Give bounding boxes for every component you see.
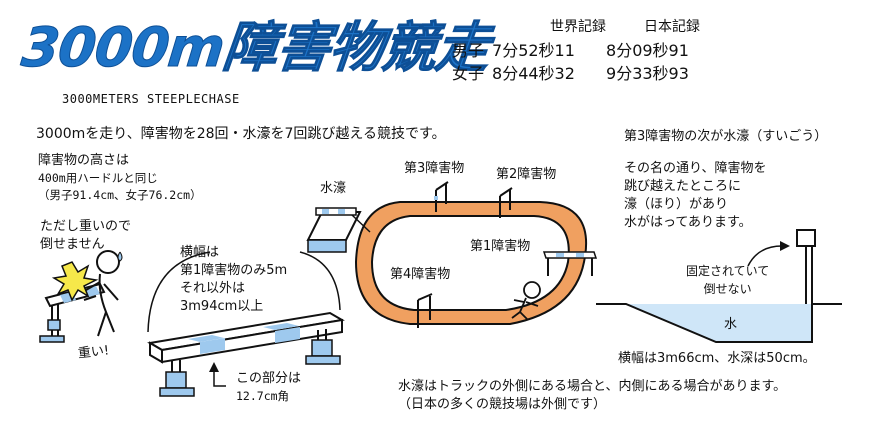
- col-world-record: 世界記録: [550, 19, 607, 35]
- waterjump-heading: 第3障害物の次が水濠（すいごう）: [624, 129, 828, 144]
- note-line: （男子91.4cm、女子76.2cm）: [38, 188, 202, 202]
- bar-size-note: この部分は 12.7cm角: [236, 370, 301, 405]
- footer-note: 水濠はトラックの外側にある場合と、内側にある場合があります。 （日本の多くの競技…: [398, 378, 786, 414]
- record-world: 8分44秒32: [492, 64, 575, 83]
- heavy-sound-effect: 重い!: [77, 343, 110, 362]
- track-illustration: [306, 181, 598, 328]
- note-line: 固定されていて: [686, 264, 770, 278]
- note-line: 第1障害物のみ5m: [180, 263, 288, 278]
- label-hurdle-2: 第2障害物: [496, 167, 557, 182]
- label-water-jump: 水濠: [320, 181, 347, 196]
- hurdle-1-marker: [542, 251, 598, 276]
- note-line: 倒せない: [703, 282, 752, 296]
- label-hurdle-4: 第4障害物: [390, 267, 451, 282]
- water-pool: [626, 304, 812, 342]
- label-hurdle-1: 第1障害物: [470, 239, 531, 254]
- page-subtitle: 3000METERS STEEPLECHASE: [62, 92, 240, 106]
- note-line: 障害物の高さは: [38, 153, 130, 168]
- note-line: この部分は: [236, 371, 302, 386]
- record-japan: 9分33秒93: [606, 64, 689, 83]
- record-row-men: 男子 7分52秒11 8分09秒91: [452, 39, 700, 62]
- label-hurdle-3: 第3障害物: [404, 161, 465, 176]
- record-row-women: 女子 8分44秒32 9分33秒93: [452, 62, 700, 85]
- fixed-note: 固定されていて 倒せない: [686, 262, 769, 298]
- records-table: 世界記録 日本記録 男子 7分52秒11 8分09秒91 女子 8分44秒32 …: [452, 16, 700, 85]
- runner-icon: [511, 281, 541, 321]
- note-line: ただし重いので: [40, 219, 132, 234]
- pointer-arrow-icon: [213, 368, 226, 387]
- hurdle-3-marker: [434, 181, 449, 212]
- hurdle-height-note: 障害物の高さは 400m用ハードルと同じ （男子91.4cm、女子76.2cm）: [38, 152, 202, 204]
- note-line: 濠（ほり）があり: [624, 197, 729, 212]
- intro-text: 3000mを走り、障害物を28回・水濠を7回跳び越える競技です。: [36, 126, 446, 142]
- page-title: 3000m障害物競走: [18, 16, 492, 80]
- hurdle-2-marker: [499, 187, 513, 218]
- note-line: 倒せません: [40, 237, 105, 252]
- hurdle-width-note: 横幅は 第1障害物のみ5m それ以外は 3m94cm以上: [180, 244, 287, 316]
- record-japan: 8分09秒91: [606, 41, 689, 60]
- heavy-hurdle-illustration: [39, 250, 123, 343]
- note-line: 12.7cm角: [236, 389, 290, 403]
- note-line: 400m用ハードルと同じ: [38, 171, 158, 185]
- impact-burst-icon: [51, 261, 99, 302]
- note-line: 水濠はトラックの外側にある場合と、内側にある場合があります。: [398, 379, 787, 394]
- hurdle-4-marker: [417, 293, 433, 328]
- col-japan-record: 日本記録: [644, 19, 701, 35]
- waterjump-dimensions: 横幅は3m66cm、水深は50cm。: [618, 351, 816, 366]
- large-hurdle-illustration: [147, 251, 345, 397]
- note-line: その名の通り、障害物を: [624, 161, 767, 176]
- waterjump-description: その名の通り、障害物を 跳び越えたところに 濠（ほり）があり 水がはってあります…: [624, 160, 766, 232]
- note-line: 跳び越えたところに: [624, 179, 742, 194]
- note-line: 水がはってあります。: [624, 215, 752, 230]
- note-line: （日本の多くの競技場は外側です）: [398, 397, 607, 412]
- record-label: 女子: [452, 64, 485, 83]
- water-jump-section: [596, 229, 842, 343]
- note-line: それ以外は: [180, 281, 246, 296]
- fixed-barrier-icon: [796, 229, 816, 247]
- note-line: 横幅は: [180, 245, 220, 260]
- arrow-right-icon: [780, 241, 790, 251]
- record-world: 7分52秒11: [492, 41, 575, 60]
- note-line: 3m94cm以上: [180, 299, 264, 314]
- record-label: 男子: [452, 41, 485, 60]
- heavy-note: ただし重いので 倒せません: [40, 218, 131, 254]
- water-label: 水: [724, 317, 738, 332]
